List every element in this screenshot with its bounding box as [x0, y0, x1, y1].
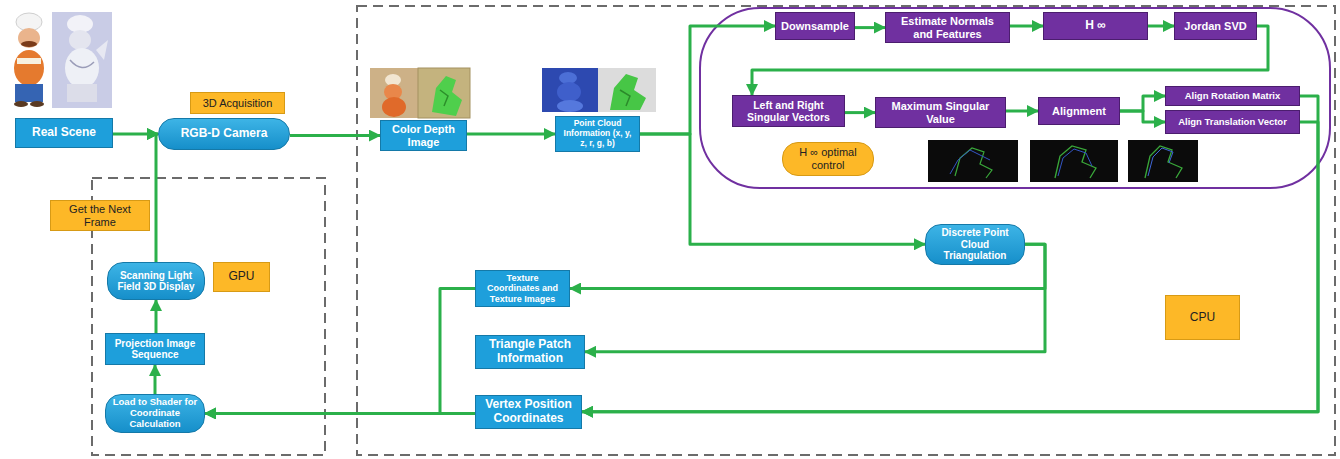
flow-arrow [845, 111, 875, 114]
algorithm-step-box: Align Rotation Matrix [1165, 86, 1300, 106]
box-label: Left and Right Singular Vectors [737, 99, 840, 123]
flow-arrow [290, 134, 380, 137]
box-label: CPU [1190, 311, 1215, 325]
box-label: Load to Shader for Coordinate Calculatio… [110, 397, 200, 430]
box-label: Downsample [781, 20, 849, 33]
process-box: Projection Image Sequence [105, 333, 205, 365]
process-box: Vertex Position Coordinates [475, 395, 582, 429]
box-label: Maximum Singular Value [880, 100, 1001, 125]
rounded-process-box: Scanning Light Field 3D Display [107, 262, 205, 300]
rounded-process-box: Discrete Point Cloud Triangulation [925, 224, 1025, 265]
flow-arrow [1010, 25, 1043, 28]
flow-arrow [582, 122, 1318, 412]
tag-box: CPU [1165, 295, 1240, 340]
flow-arrow [1120, 96, 1165, 111]
box-label: Color Depth Image [385, 123, 462, 148]
box-label: RGB-D Camera [181, 127, 268, 141]
box-label: Discrete Point Cloud Triangulation [930, 227, 1020, 262]
algorithm-step-box: Left and Right Singular Vectors [732, 95, 845, 127]
flow-arrow [640, 134, 925, 244]
toy-photo [8, 12, 50, 108]
process-box: Point Cloud Information (x, y, z, r, g, … [555, 116, 640, 152]
tag-box: 3D Acquisition [190, 92, 285, 114]
flow-arrow [155, 300, 158, 333]
algorithm-step-box: Downsample [775, 12, 855, 40]
box-label: H ∞ optimal control [787, 146, 869, 171]
flow-arrow [1148, 25, 1174, 28]
rounded-process-box: Load to Shader for Coordinate Calculatio… [105, 394, 205, 433]
box-label: Get the Next Frame [55, 203, 145, 228]
optimal-control-region [700, 8, 1330, 188]
rounded-tag-box: H ∞ optimal control [782, 142, 874, 176]
flow-arrow [467, 133, 555, 136]
flow-arrow [205, 289, 475, 414]
box-label: Align Translation Vector [1178, 117, 1287, 128]
box-label: Align Rotation Matrix [1185, 91, 1281, 102]
flow-arrow [113, 133, 158, 136]
box-label: GPU [228, 270, 254, 284]
box-label: Jordan SVD [1184, 20, 1246, 33]
process-box: Triangle Patch Information [475, 335, 585, 369]
rounded-process-box: RGB-D Camera [158, 118, 290, 150]
process-box: Texture Coordinates and Texture Images [475, 270, 570, 307]
box-label: Real Scene [32, 126, 96, 140]
box-label: Scanning Light Field 3D Display [112, 270, 200, 293]
algorithm-step-box: H ∞ [1043, 12, 1148, 40]
box-label: Point Cloud Information (x, y, z, r, g, … [560, 119, 635, 148]
box-label: Triangle Patch Information [480, 338, 580, 366]
point-cloud-render [542, 68, 656, 112]
algorithm-step-box: Maximum Singular Value [875, 97, 1006, 128]
cpu-region [357, 6, 1335, 455]
process-box: Real Scene [15, 118, 113, 148]
alignment-results [928, 140, 1198, 182]
box-label: Texture Coordinates and Texture Images [480, 273, 565, 304]
box-label: 3D Acquisition [203, 97, 273, 110]
algorithm-step-box: Alignment [1038, 97, 1120, 125]
flow-arrow [205, 412, 475, 415]
box-label: Vertex Position Coordinates [480, 398, 577, 426]
box-label: Alignment [1052, 105, 1106, 118]
tag-box: GPU [213, 262, 270, 292]
flow-arrow [1006, 110, 1038, 113]
flow-arrow [1120, 111, 1165, 122]
algorithm-step-box: Estimate Normals and Features [885, 12, 1010, 43]
flow-arrow [156, 134, 158, 262]
tag-box: Get the Next Frame [50, 200, 150, 231]
box-label: H ∞ [1085, 19, 1106, 33]
flow-arrow [855, 26, 885, 29]
process-box: Color Depth Image [380, 120, 467, 151]
flow-arrow [582, 96, 1318, 412]
color-depth-photo [370, 68, 470, 118]
scan-render [52, 12, 112, 108]
box-label: Estimate Normals and Features [890, 15, 1005, 40]
box-label: Projection Image Sequence [110, 338, 200, 361]
algorithm-step-box: Jordan SVD [1174, 12, 1257, 40]
algorithm-step-box: Align Translation Vector [1165, 110, 1300, 134]
flow-arrow [154, 365, 157, 394]
